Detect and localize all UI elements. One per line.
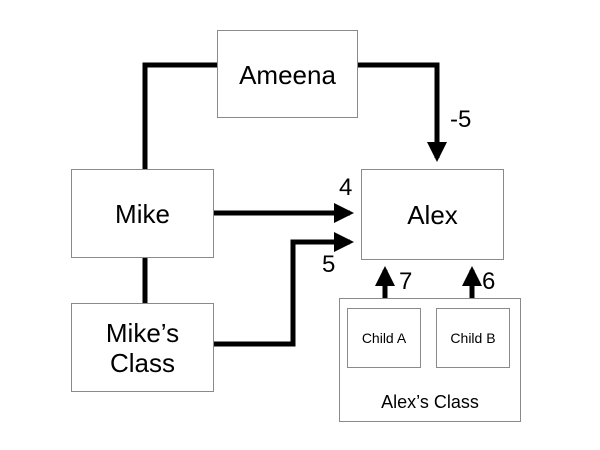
mikes-class-node: Mike’s Class — [71, 303, 214, 392]
mike-ameena-connector — [142, 62, 218, 170]
mike-node: Mike — [71, 169, 214, 258]
child-b-label: Child B — [450, 330, 496, 346]
alex-node: Alex — [361, 169, 504, 260]
ameena-node: Ameena — [217, 30, 358, 118]
child-a-node: Child A — [347, 308, 421, 368]
mikes-class-label-line2: Class — [109, 348, 175, 378]
edge-weight-mike-alex: 4 — [339, 174, 353, 201]
edge-weight-ameena-alex: -5 — [450, 106, 472, 133]
child-a-label: Child A — [361, 330, 407, 346]
mikes-class-label-line1: Mike’s — [105, 318, 180, 348]
alex-label: Alex — [407, 200, 458, 230]
edge-weight-child-b-alex: 6 — [482, 268, 496, 295]
mike-label: Mike — [115, 199, 170, 229]
child-b-node: Child B — [436, 308, 510, 368]
edge-weight-mikes-class-alex: 5 — [322, 251, 336, 278]
edge-weight-child-a-alex: 7 — [399, 268, 413, 295]
alexs-class-label: Alex’s Class — [381, 392, 479, 412]
ameena-label: Ameena — [239, 60, 336, 90]
ameena-to-alex-arrow — [358, 62, 447, 162]
